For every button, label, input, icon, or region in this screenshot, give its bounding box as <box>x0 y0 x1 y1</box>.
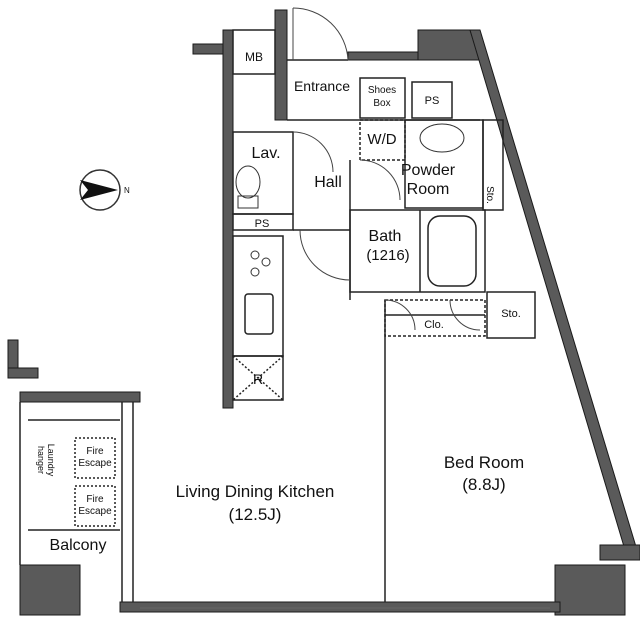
laundry-label-2: hanger <box>36 446 46 474</box>
powder-room-label-2: Room <box>407 181 450 198</box>
powder-room-label-1: Powder <box>401 162 456 179</box>
fire-escape-1-label-b: Escape <box>78 458 112 469</box>
lav-label: Lav. <box>251 145 280 162</box>
storage-right-label: Sto. <box>484 186 495 204</box>
inner-walls <box>19 29 550 609</box>
wd-label: W/D <box>367 131 396 148</box>
bedroom-size-label: (8.8J) <box>462 475 505 494</box>
refrigerator-label: R <box>253 371 263 387</box>
bath-size-label: (1216) <box>366 247 409 264</box>
room-labels: MB Entrance Shoes Box PS Lav. W/D Hall P… <box>36 50 524 554</box>
fixtures <box>235 123 465 277</box>
mb-label: MB <box>245 50 263 64</box>
hall-label: Hall <box>314 174 342 191</box>
north-arrow-icon: N <box>79 169 130 211</box>
fire-escape-2-label-b: Escape <box>78 506 112 517</box>
outer-walls <box>7 9 640 616</box>
north-label: N <box>124 186 130 195</box>
ps-top-label: PS <box>425 95 440 107</box>
balcony-label: Balcony <box>50 537 107 554</box>
sto-bed-label: Sto. <box>501 308 521 320</box>
entrance-label: Entrance <box>294 78 350 94</box>
stove-icon <box>250 250 260 260</box>
sink-icon <box>419 123 465 153</box>
laundry-label-1: Laundry <box>46 444 56 477</box>
ldk-size-label: (12.5J) <box>229 505 282 524</box>
ps-left-label: PS <box>255 218 270 230</box>
ldk-label: Living Dining Kitchen <box>176 482 335 501</box>
fire-escape-1-label-a: Fire <box>86 446 104 457</box>
closet-label: Clo. <box>424 319 444 331</box>
fire-escape-2-label-a: Fire <box>86 494 104 505</box>
bath-label: Bath <box>369 228 402 245</box>
door-swings <box>292 7 481 331</box>
toilet-icon <box>235 165 261 199</box>
shoes-box-label-1: Shoes <box>368 85 396 96</box>
shoes-box-label-2: Box <box>373 98 390 109</box>
bedroom-label: Bed Room <box>444 453 524 472</box>
